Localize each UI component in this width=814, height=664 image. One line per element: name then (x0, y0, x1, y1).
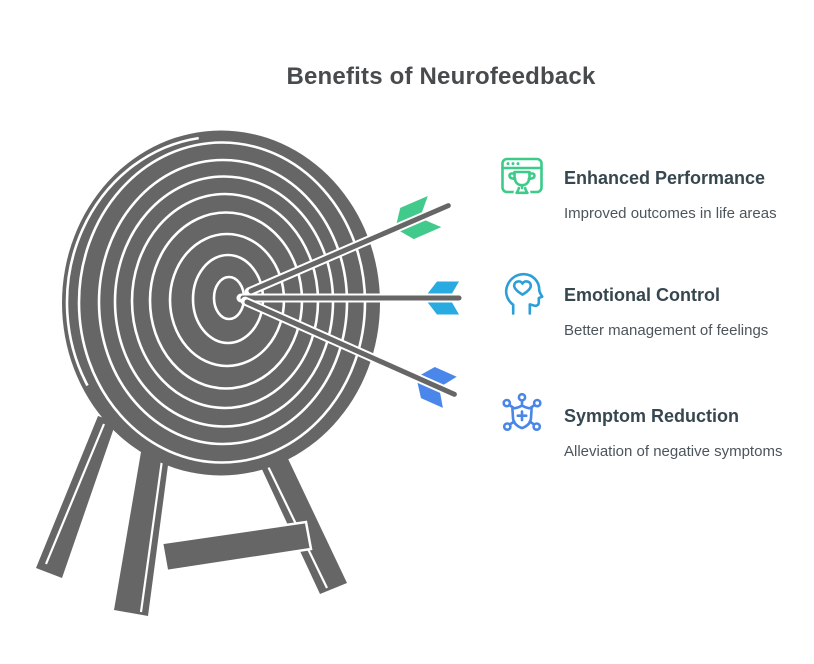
benefit-item-symptom-reduction: Symptom Reduction Alleviation of negativ… (498, 390, 810, 460)
arrow-middle (236, 281, 466, 315)
benefit-item-emotional-control: Emotional Control Better management of f… (498, 269, 810, 339)
benefit-item-enhanced-performance: Enhanced Performance Improved outcomes i… (498, 152, 810, 222)
page-title: Benefits of Neurofeedback (286, 63, 596, 91)
benefit-description: Better management of feelings (564, 322, 769, 339)
stand-leg-front-left (114, 450, 170, 616)
arrow-top-fletching (395, 195, 442, 240)
benefit-title: Enhanced Performance (564, 168, 766, 188)
arrow-top (244, 195, 455, 297)
browser-trophy-icon (501, 157, 543, 197)
stand-leg-back-left (36, 416, 116, 578)
network-nodes (502, 392, 542, 431)
browser-dots (506, 162, 520, 166)
dartboard (62, 130, 380, 476)
head-heart-icon (504, 272, 544, 315)
dartboard-stand (36, 416, 347, 616)
arrow-bottom-fletching (416, 367, 457, 408)
benefit-description: Improved outcomes in life areas (564, 205, 777, 222)
benefit-title: Symptom Reduction (564, 406, 740, 426)
arrow-bottom (240, 296, 461, 408)
stand-crossbar (160, 520, 313, 573)
arrow-middle-fletching (425, 281, 459, 315)
benefit-title: Emotional Control (564, 285, 720, 305)
network-shield-icon (502, 392, 542, 431)
benefit-description: Alleviation of negative symptoms (564, 443, 783, 460)
